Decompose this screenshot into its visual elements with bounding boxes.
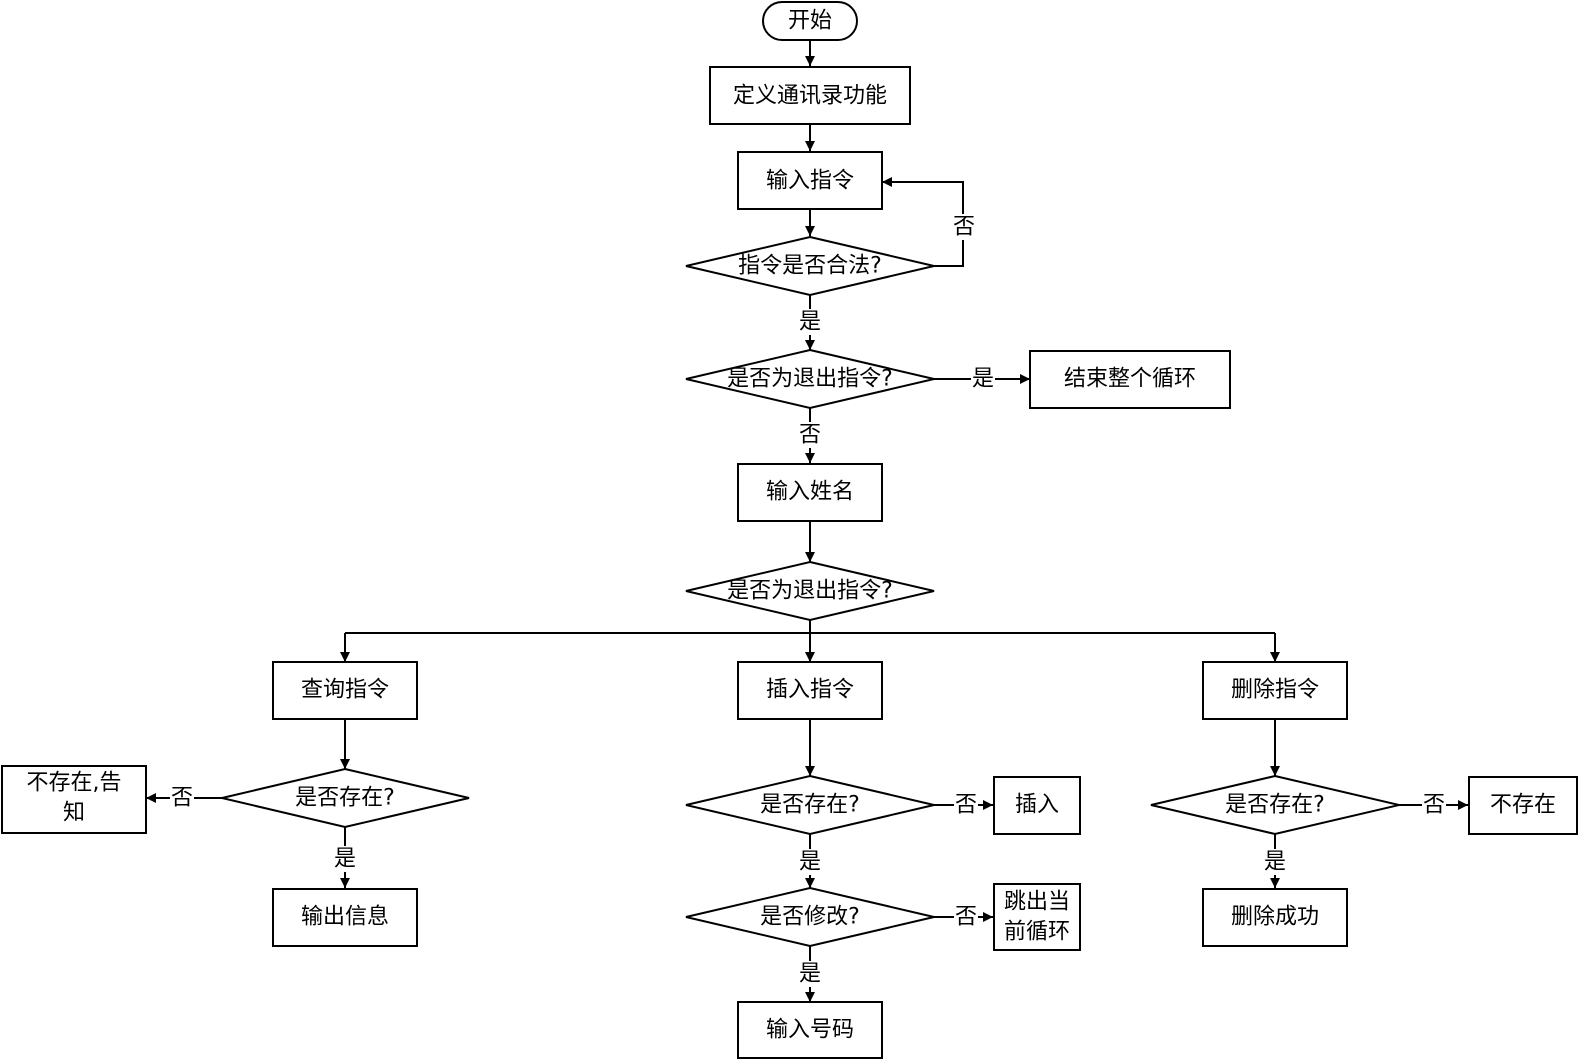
node-insert-command: 插入指令 xyxy=(737,661,883,720)
not-exist-label: 不存在 xyxy=(1490,793,1556,818)
is-exit-command-2-diamond xyxy=(685,560,935,622)
not-exist-notify-label-line1: 不存在,告 xyxy=(27,771,122,796)
input-number-box xyxy=(737,1001,883,1059)
node-delete-success: 删除成功 xyxy=(1202,888,1348,947)
edge-label-modify-no: 否 xyxy=(955,905,977,930)
output-info-box xyxy=(272,888,418,947)
is-command-valid-label: 指令是否合法? xyxy=(738,254,882,279)
node-insert-action: 插入 xyxy=(993,776,1081,835)
not-exist-notify-label-line2: 知 xyxy=(63,801,85,826)
insert-action-label: 插入 xyxy=(1015,793,1059,818)
edge-label-insert-no: 否 xyxy=(955,793,977,818)
node-insert-exists: 是否存在? xyxy=(685,774,935,836)
node-is-exit-command-1: 是否为退出指令? xyxy=(685,348,935,410)
break-loop-box xyxy=(993,883,1081,951)
not-exist-notify-box xyxy=(1,765,147,834)
edge-label-query-yes: 是 xyxy=(334,847,356,872)
edge-label-valid-yes: 是 xyxy=(799,310,821,335)
node-input-number: 输入号码 xyxy=(737,1001,883,1059)
break-loop-label-line2: 前循环 xyxy=(1004,920,1070,945)
input-command-label: 输入指令 xyxy=(766,169,854,194)
node-not-exist-notify: 不存在,告 知 xyxy=(1,765,147,834)
delete-command-box xyxy=(1202,661,1348,720)
node-define-features: 定义通讯录功能 xyxy=(709,66,911,125)
node-end-loop: 结束整个循环 xyxy=(1029,350,1231,409)
input-name-box xyxy=(737,463,883,522)
node-input-command: 输入指令 xyxy=(737,151,883,210)
define-features-box xyxy=(709,66,911,125)
edge-label-exit1-no: 否 xyxy=(799,423,821,448)
node-output-info: 输出信息 xyxy=(272,888,418,947)
edge-label-delete-yes: 是 xyxy=(1264,850,1286,875)
edge-label-modify-yes: 是 xyxy=(799,962,821,987)
edge-labels: 否 是 是 否 否 是 否 是 否 是 否 是 xyxy=(170,214,1446,987)
delete-success-label: 删除成功 xyxy=(1231,905,1319,930)
input-command-box xyxy=(737,151,883,210)
query-command-label: 查询指令 xyxy=(301,678,389,703)
start-label: 开始 xyxy=(788,9,832,34)
input-number-label: 输入号码 xyxy=(766,1018,854,1043)
node-query-exists: 是否存在? xyxy=(221,767,470,829)
node-is-exit-command-2: 是否为退出指令? xyxy=(685,560,935,622)
define-features-label: 定义通讯录功能 xyxy=(733,84,887,109)
edge-label-valid-no: 否 xyxy=(953,215,975,240)
not-exist-box xyxy=(1468,776,1578,835)
node-input-name: 输入姓名 xyxy=(737,463,883,522)
insert-command-box xyxy=(737,661,883,720)
end-loop-label: 结束整个循环 xyxy=(1064,367,1196,392)
start-terminal xyxy=(762,1,858,41)
edge-label-query-no: 否 xyxy=(171,786,193,811)
output-info-label: 输出信息 xyxy=(301,905,389,930)
query-exists-diamond xyxy=(221,767,470,829)
is-command-valid-diamond xyxy=(685,235,935,297)
is-exit-command-1-diamond xyxy=(685,348,935,410)
node-modify-question: 是否修改? xyxy=(685,886,935,948)
edge-label-delete-no: 否 xyxy=(1423,793,1445,818)
edge-label-insert-yes: 是 xyxy=(799,850,821,875)
modify-question-label: 是否修改? xyxy=(760,905,860,930)
modify-question-diamond xyxy=(685,886,935,948)
node-start: 开始 xyxy=(762,1,858,41)
delete-exists-label: 是否存在? xyxy=(1225,793,1325,818)
insert-command-label: 插入指令 xyxy=(766,678,854,703)
input-name-label: 输入姓名 xyxy=(766,480,854,505)
end-loop-box xyxy=(1029,350,1231,409)
node-delete-exists: 是否存在? xyxy=(1150,774,1400,836)
insert-exists-label: 是否存在? xyxy=(760,793,860,818)
insert-action-box xyxy=(993,776,1081,835)
query-command-box xyxy=(272,661,418,720)
node-is-command-valid: 指令是否合法? xyxy=(685,235,935,297)
node-query-command: 查询指令 xyxy=(272,661,418,720)
node-break-loop: 跳出当 前循环 xyxy=(993,883,1081,951)
delete-success-box xyxy=(1202,888,1348,947)
break-loop-label-line1: 跳出当 xyxy=(1004,890,1070,915)
node-not-exist: 不存在 xyxy=(1468,776,1578,835)
delete-exists-diamond xyxy=(1150,774,1400,836)
edge-valid-no-loop xyxy=(882,177,964,267)
insert-exists-diamond xyxy=(685,774,935,836)
edge-label-exit1-yes: 是 xyxy=(972,367,994,392)
delete-command-label: 删除指令 xyxy=(1231,678,1319,703)
query-exists-label: 是否存在? xyxy=(295,786,395,811)
is-exit-command-2-label: 是否为退出指令? xyxy=(727,579,893,604)
is-exit-command-1-label: 是否为退出指令? xyxy=(727,367,893,392)
node-delete-command: 删除指令 xyxy=(1202,661,1348,720)
